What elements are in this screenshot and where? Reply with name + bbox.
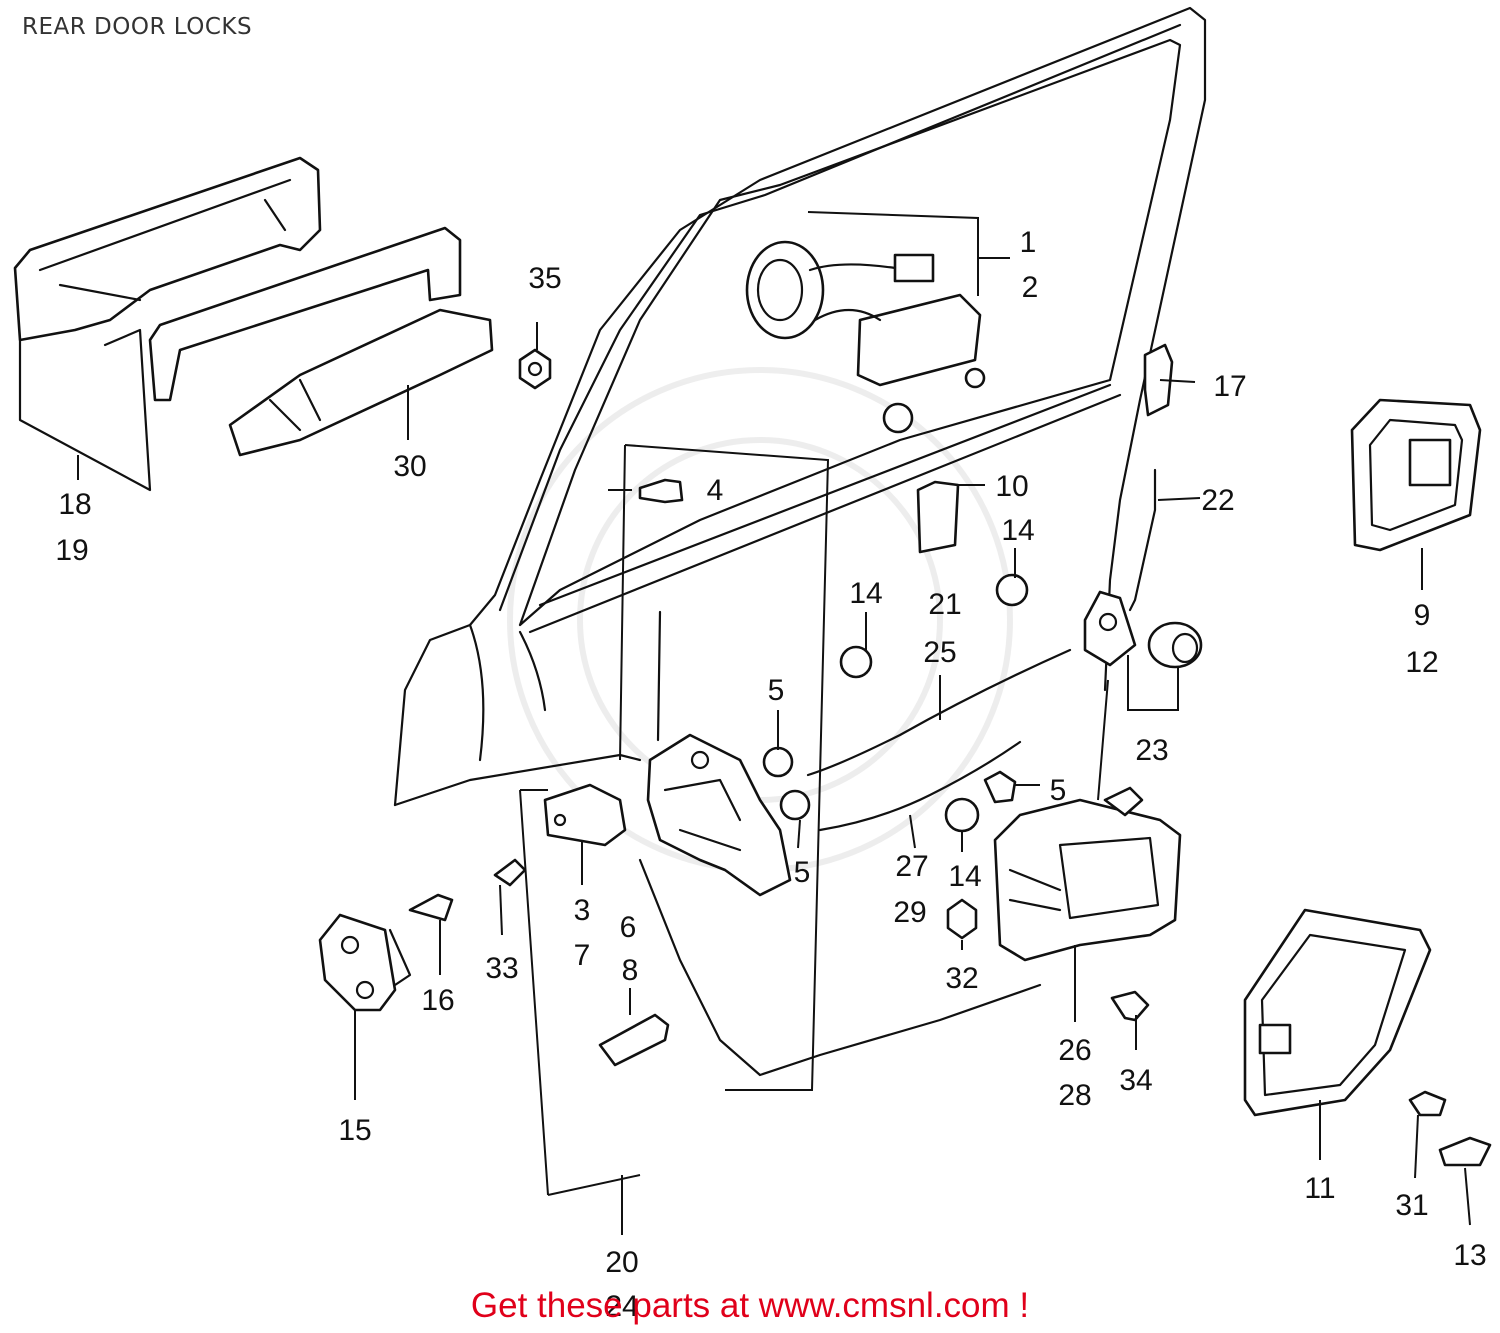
callout-25: 25	[923, 636, 956, 669]
callout-28: 28	[1058, 1079, 1091, 1112]
bell-crank	[1083, 590, 1137, 667]
leader-lines	[77, 211, 1471, 1235]
callout-19: 19	[55, 534, 88, 567]
callout-26: 26	[1058, 1034, 1091, 1067]
callout-17: 17	[1213, 370, 1246, 403]
rod-22	[1128, 468, 1157, 612]
rod-27	[818, 740, 1022, 832]
callout-2: 2	[1022, 271, 1039, 304]
callout-5-bottom: 5	[794, 856, 811, 889]
callout-11: 11	[1304, 1172, 1335, 1205]
callout-1: 1	[1020, 226, 1037, 259]
screw-31	[1408, 1090, 1447, 1117]
callout-16: 16	[421, 984, 454, 1017]
callout-9: 9	[1414, 599, 1431, 632]
screw-5-b	[779, 789, 811, 821]
callout-5-top: 5	[768, 674, 785, 707]
nut-32	[946, 898, 978, 940]
handle-escutcheon-11	[1243, 908, 1432, 1117]
striker-plate-15	[318, 913, 412, 1012]
inner-handle-bezel	[1350, 398, 1482, 552]
door-latch-mechanism	[646, 610, 792, 897]
nut-35	[518, 348, 552, 390]
striker-3	[543, 783, 627, 847]
parts-link-banner[interactable]: Get these parts at www.cmsnl.com !	[470, 1286, 1030, 1325]
callout-labels: 1 2 17 35 30 18 19 4 10 22 9 12 14 14 21…	[55, 226, 1486, 1323]
cap-13	[1438, 1136, 1492, 1167]
callout-20: 20	[605, 1246, 638, 1279]
callout-14-top: 14	[1001, 514, 1034, 547]
callout-24: 24	[605, 1290, 638, 1323]
callout-3: 3	[574, 894, 591, 927]
bolt-33	[493, 858, 527, 887]
callout-23: 23	[1135, 734, 1168, 767]
handle-mechanism-30	[228, 308, 494, 457]
callout-7: 7	[574, 939, 591, 972]
callout-5-right: 5	[1050, 774, 1067, 807]
callout-12: 12	[1405, 646, 1438, 679]
clip-17	[1143, 343, 1174, 417]
callout-21: 21	[928, 588, 961, 621]
lock-cylinder-23	[1147, 621, 1203, 669]
callout-8: 8	[622, 954, 639, 987]
callout-30: 30	[393, 450, 426, 483]
outer-door-handle	[13, 156, 322, 492]
diagram-title: REAR DOOR LOCKS	[22, 14, 253, 40]
callout-35: 35	[528, 262, 561, 295]
door-frame	[393, 6, 1207, 1077]
callout-33: 33	[485, 952, 518, 985]
callout-15: 15	[338, 1114, 371, 1147]
callout-31: 31	[1395, 1189, 1428, 1222]
screw-5-c	[983, 770, 1017, 804]
callout-22: 22	[1201, 484, 1234, 517]
grommet-14-top	[995, 573, 1029, 607]
callout-14-low: 14	[948, 860, 981, 893]
callout-10: 10	[995, 470, 1028, 503]
callout-32: 32	[945, 962, 978, 995]
callout-34: 34	[1119, 1064, 1152, 1097]
bolt-16	[408, 893, 454, 922]
inner-door-handle	[993, 786, 1182, 962]
grommet-14-mid	[839, 645, 873, 679]
grommet-14-low	[944, 797, 980, 833]
screw-34	[1110, 990, 1150, 1022]
callout-4: 4	[707, 474, 724, 507]
callout-13: 13	[1453, 1239, 1486, 1272]
callout-29: 29	[893, 896, 926, 929]
lock-assembly-bracket	[519, 444, 830, 1196]
handle-rod-bracket	[148, 226, 462, 402]
pad-10	[916, 480, 960, 554]
callout-14-mid: 14	[849, 577, 882, 610]
callout-27: 27	[895, 850, 928, 883]
callout-18: 18	[58, 488, 91, 521]
callout-6: 6	[620, 911, 637, 944]
lock-knob-pin	[638, 478, 684, 504]
screw-5-a	[762, 746, 794, 778]
door-lock-actuator	[745, 240, 986, 434]
rod-25	[806, 648, 1072, 777]
link-6	[598, 1013, 670, 1067]
